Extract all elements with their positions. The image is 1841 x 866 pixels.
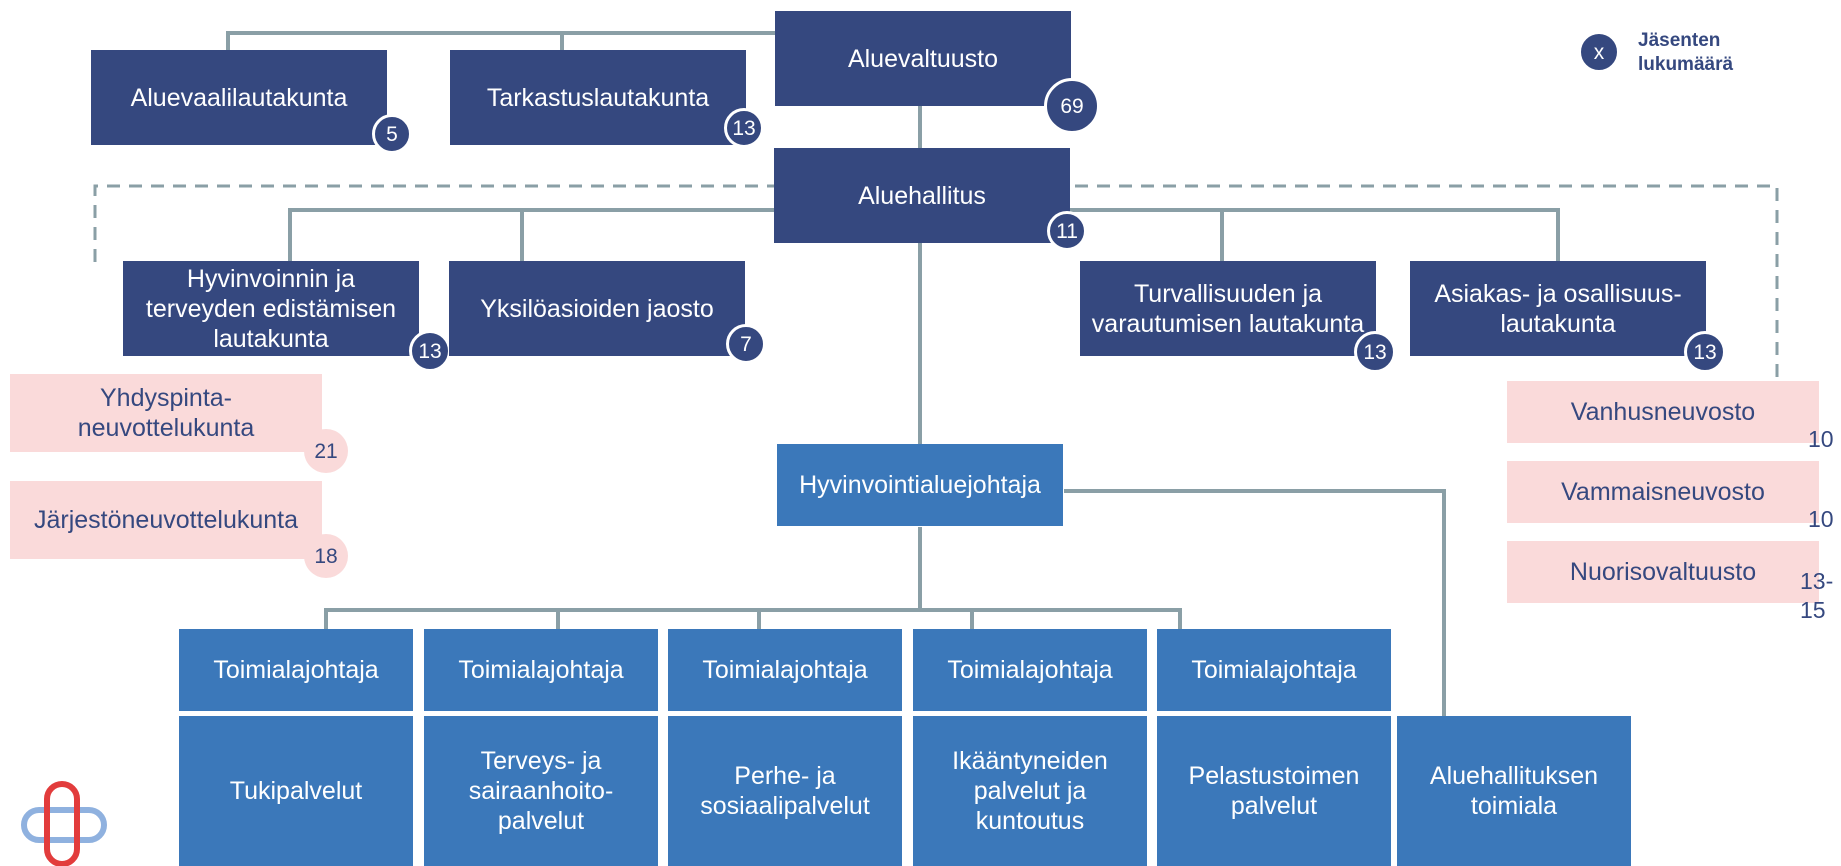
board-members: 11 xyxy=(1047,211,1087,251)
council-group-members: 13-15 xyxy=(1800,568,1834,623)
division-label: Perhe- ja sosiaalipalvelut xyxy=(700,762,870,820)
negotiation-body-members: 21 xyxy=(304,429,348,473)
organization-logo-icon xyxy=(21,781,107,866)
negotiation-body-label: Yhdyspinta-neuvottelukunta xyxy=(77,384,255,442)
division-box: Perhe- ja sosiaalipalvelut xyxy=(668,716,902,866)
council-group-box: Vammaisneuvosto xyxy=(1507,461,1819,523)
division-director-label: Toimialajohtaja xyxy=(947,656,1113,684)
division-director-label: Toimialajohtaja xyxy=(1191,656,1357,684)
division-label: Terveys- ja sairaanhoito-palvelut xyxy=(468,747,614,835)
committee-members: 7 xyxy=(726,324,766,364)
board-box: Aluehallitus xyxy=(774,148,1070,243)
council-group-members: 10 xyxy=(1808,506,1834,532)
audit-board-box: Tarkastuslautakunta xyxy=(450,50,746,145)
division-director-box: Toimialajohtaja xyxy=(179,629,413,711)
committee-members: 13 xyxy=(409,330,451,372)
legend-text: Jäsenten lukumäärä xyxy=(1638,30,1734,75)
council-group-box: Vanhusneuvosto xyxy=(1507,381,1819,443)
audit-board-label: Tarkastuslautakunta xyxy=(486,83,710,112)
division-director-label: Toimialajohtaja xyxy=(702,656,868,684)
committee-members: 13 xyxy=(1354,331,1396,373)
committee-box: Hyvinvoinnin ja terveyden edistämisen la… xyxy=(123,261,419,356)
committee-label: Turvallisuuden ja varautumisen lautakunt… xyxy=(1091,279,1365,338)
audit-board-members: 13 xyxy=(724,108,764,148)
committee-members: 13 xyxy=(1684,331,1726,373)
election-board-label: Aluevaalilautakunta xyxy=(130,83,348,112)
negotiation-body-box: Yhdyspinta-neuvottelukunta xyxy=(10,374,322,452)
council-members: 69 xyxy=(1044,78,1100,134)
election-board-members: 5 xyxy=(372,114,412,154)
division-director-box: Toimialajohtaja xyxy=(668,629,902,711)
division-label: Aluehallituksen toimiala xyxy=(1429,762,1599,820)
division-label: Tukipalvelut xyxy=(229,777,363,805)
board-label: Aluehallitus xyxy=(858,181,986,210)
division-director-label: Toimialajohtaja xyxy=(213,656,379,684)
division-label: Ikääntyneiden palvelut ja kuntoutus xyxy=(952,747,1108,835)
committee-label: Asiakas- ja osallisuus-lautakunta xyxy=(1434,279,1682,338)
division-director-box: Toimialajohtaja xyxy=(913,629,1147,711)
division-box: Pelastustoimen palvelut xyxy=(1157,716,1391,866)
division-box: Aluehallituksen toimiala xyxy=(1397,716,1631,866)
committee-label: Hyvinvoinnin ja terveyden edistämisen la… xyxy=(145,264,397,353)
council-group-label: Vanhusneuvosto xyxy=(1570,398,1756,426)
negotiation-body-box: Järjestöneuvottelukunta xyxy=(10,481,322,559)
legend-symbol: x xyxy=(1593,40,1605,64)
legend-badge: x xyxy=(1578,31,1620,73)
council-label: Aluevaltuusto xyxy=(847,44,999,73)
council-box: Aluevaltuusto xyxy=(775,11,1071,106)
division-box: Terveys- ja sairaanhoito-palvelut xyxy=(424,716,658,866)
committee-label: Yksilöasioiden jaosto xyxy=(480,294,714,323)
negotiation-body-label: Järjestöneuvottelukunta xyxy=(33,506,299,534)
council-group-members: 10 xyxy=(1808,426,1834,452)
election-board-box: Aluevaalilautakunta xyxy=(91,50,387,145)
committee-box: Asiakas- ja osallisuus-lautakunta xyxy=(1410,261,1706,356)
division-director-box: Toimialajohtaja xyxy=(1157,629,1391,711)
division-label: Pelastustoimen palvelut xyxy=(1188,762,1360,820)
council-group-box: Nuorisovaltuusto xyxy=(1507,541,1819,603)
council-group-label: Vammaisneuvosto xyxy=(1561,478,1765,506)
committee-box: Turvallisuuden ja varautumisen lautakunt… xyxy=(1080,261,1376,356)
committee-box: Yksilöasioiden jaosto xyxy=(449,261,745,356)
division-box: Tukipalvelut xyxy=(179,716,413,866)
division-director-box: Toimialajohtaja xyxy=(424,629,658,711)
director-label: Hyvinvointialuejohtaja xyxy=(799,471,1041,499)
council-group-label: Nuorisovaltuusto xyxy=(1569,558,1757,586)
division-director-label: Toimialajohtaja xyxy=(458,656,624,684)
negotiation-body-members: 18 xyxy=(304,534,348,578)
division-box: Ikääntyneiden palvelut ja kuntoutus xyxy=(913,716,1147,866)
director-box: Hyvinvointialuejohtaja xyxy=(777,444,1063,526)
